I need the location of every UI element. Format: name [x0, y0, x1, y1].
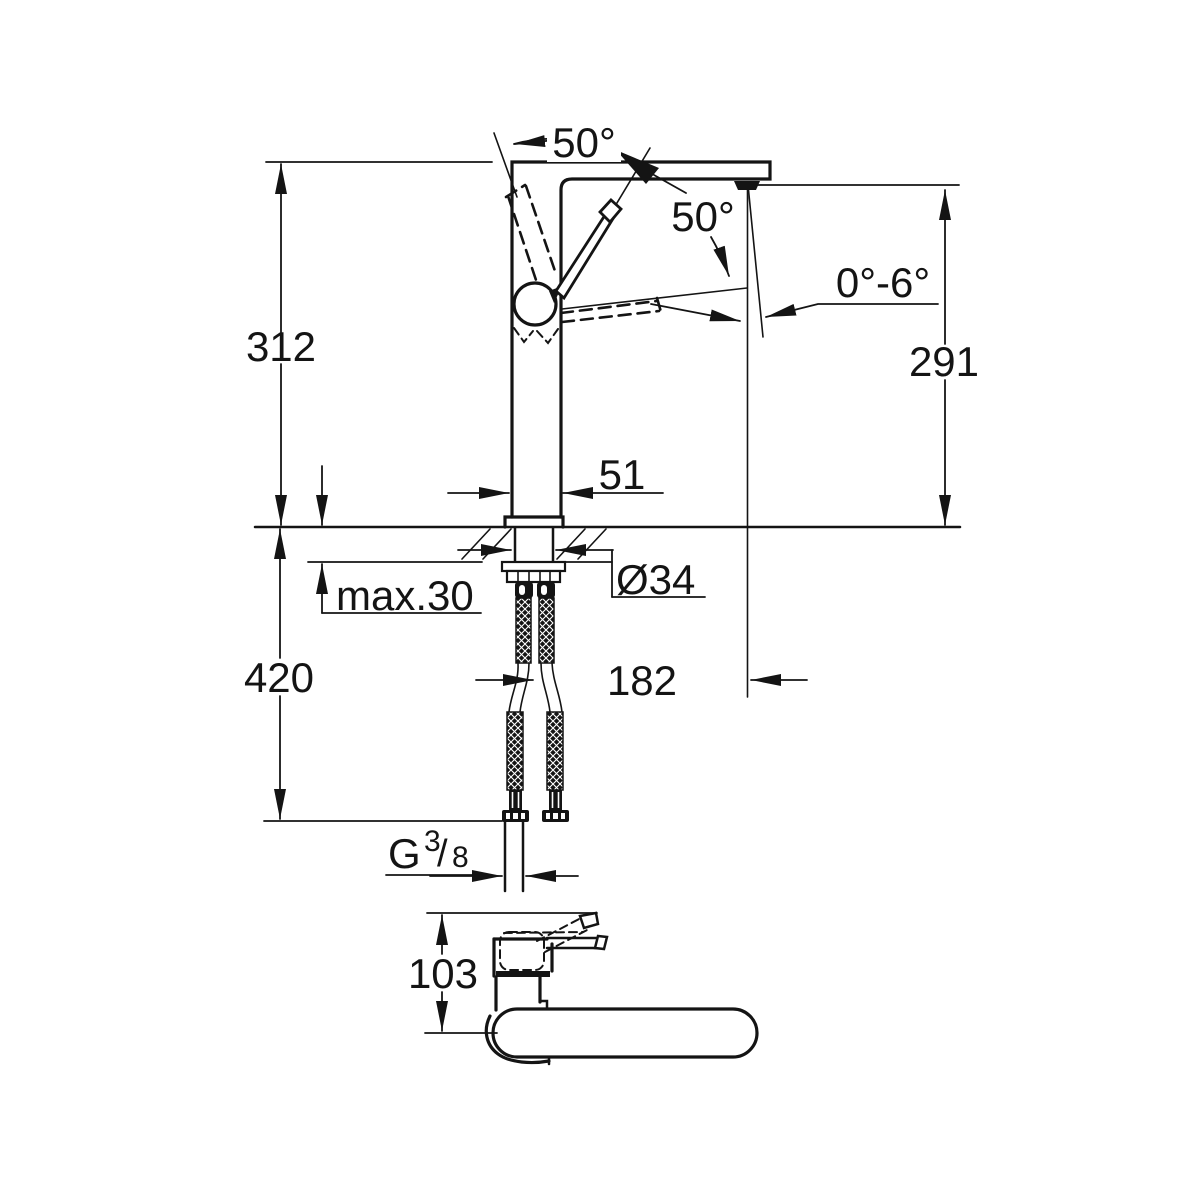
dim-thread-g: G	[388, 830, 421, 877]
aerator	[734, 181, 760, 190]
spout-top-view	[491, 1007, 759, 1059]
handle-pivot-ball	[512, 281, 558, 327]
handle-dashed-positions	[504, 183, 663, 324]
dim-thread-denominator: 8	[452, 841, 469, 874]
lever-handle	[554, 210, 616, 301]
dim-thread-numerator: 3	[424, 825, 441, 858]
dim-handle-angle-right: 50°	[671, 193, 735, 240]
dim-top-view-depth: 103	[408, 950, 478, 997]
flex-hose-upper-right	[538, 597, 555, 664]
dim-body-width: 51	[599, 451, 646, 498]
dim-thread-slash: /	[437, 833, 448, 875]
base-arc	[484, 1014, 551, 1065]
handle-tip-top-view	[578, 911, 600, 930]
flex-hose-lower-right	[546, 711, 564, 791]
mounting-shank-and-hoses	[500, 526, 569, 893]
dim-hole-diameter: Ø34	[616, 556, 695, 603]
flex-hose-lower-left	[506, 711, 524, 791]
dim-height-spout-top: 312	[246, 323, 316, 370]
dimension-lines	[263, 135, 960, 882]
dim-height-aerator: 291	[909, 338, 979, 385]
flex-hose-upper-left	[515, 597, 532, 664]
top-view	[424, 911, 759, 1066]
faucet-body-outline	[503, 160, 772, 529]
dim-max-thickness: max.30	[336, 572, 474, 619]
dimension-labels: 312 291 50° 50° 0°-6° 51 Ø34 max.30 420 …	[244, 119, 979, 997]
dim-aerator-angle: 0°-6°	[836, 259, 930, 306]
dim-length-below-deck: 420	[244, 654, 314, 701]
dim-spout-reach: 182	[607, 657, 677, 704]
dim-handle-angle-left: 50°	[552, 119, 616, 166]
label-mask	[547, 120, 621, 162]
mounting-deck	[253, 525, 962, 563]
